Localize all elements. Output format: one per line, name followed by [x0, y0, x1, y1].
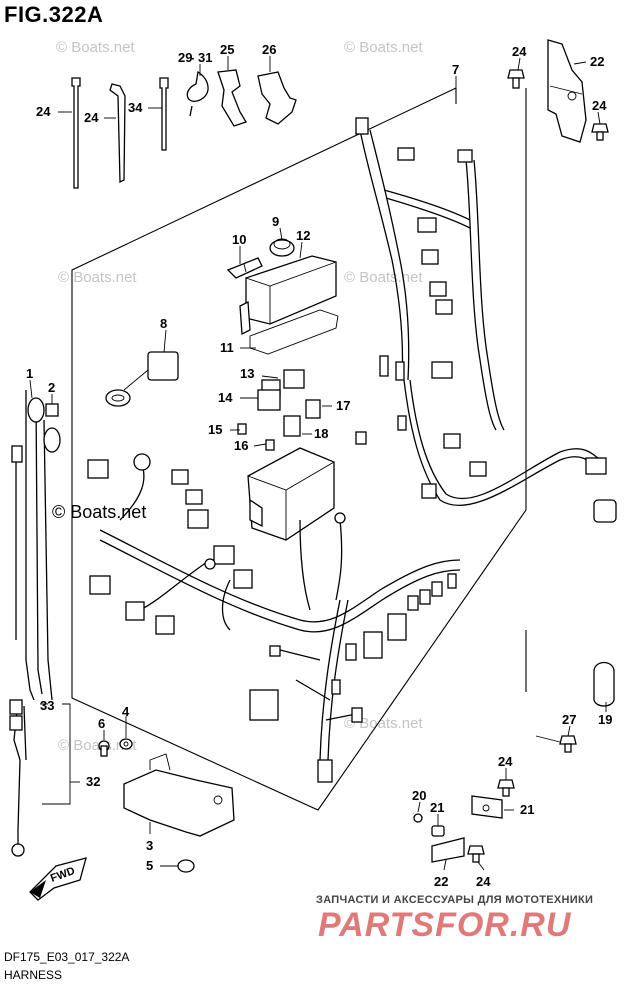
- bolt-31: [559, 735, 577, 753]
- callout: 8: [160, 316, 167, 331]
- harness-frame: [71, 87, 527, 811]
- callout: 24: [512, 44, 527, 59]
- watermark: © Boats.net: [56, 39, 135, 56]
- figure-code: DF175_E03_017_322A: [4, 950, 130, 964]
- callout: 6: [98, 716, 105, 731]
- callout: 21: [430, 800, 444, 815]
- callout: 14: [218, 390, 233, 405]
- fuse-box-housing: [247, 447, 335, 541]
- cable-tie-27: [109, 83, 126, 184]
- bolt-24: [591, 123, 609, 141]
- callout: 24: [36, 104, 51, 119]
- callout: 24: [84, 110, 99, 125]
- watermarks: © Boats.net © Boats.net © Boats.net © Bo…: [52, 39, 423, 754]
- callout: 5: [146, 858, 153, 873]
- relay-14: [257, 389, 281, 411]
- watermark: © Boats.net: [58, 269, 137, 286]
- clip-10: [226, 257, 263, 279]
- callout: 34: [128, 100, 143, 115]
- leader-lines: [29, 56, 607, 871]
- plate-22: [431, 837, 465, 863]
- callout: 33: [40, 698, 54, 713]
- callout: 10: [232, 232, 246, 247]
- callout: 20: [412, 788, 426, 803]
- watermark: © Boats.net: [344, 39, 423, 56]
- callout: 19: [598, 712, 612, 727]
- cable-tie-34: [159, 77, 169, 151]
- callout: 25: [220, 42, 234, 57]
- callout: 31: [198, 50, 212, 65]
- shop-tagline: ЗАПЧАСТИ И АКСЕССУАРЫ ДЛЯ МОТОТЕХНИКИ: [316, 894, 594, 906]
- watermark: © Boats.net: [344, 715, 423, 732]
- bolt-24: [497, 779, 515, 797]
- callout: 9: [272, 214, 279, 229]
- fuse-17: [305, 399, 321, 419]
- shop-logo: PARTSFOR.RU: [318, 906, 572, 944]
- clamp-26: [257, 71, 297, 125]
- callout: 1: [26, 366, 33, 381]
- callout: 24: [498, 754, 513, 769]
- nut-5: [177, 859, 195, 873]
- callout: 15: [208, 422, 222, 437]
- cable-tie-28: [71, 77, 81, 189]
- callout: 24: [476, 874, 491, 889]
- callout: 4: [122, 704, 130, 719]
- callout: 12: [296, 228, 310, 243]
- callout: 22: [434, 874, 448, 889]
- relay-8: [105, 351, 179, 407]
- clamp-29-30: [186, 70, 209, 102]
- callout: 27: [562, 712, 576, 727]
- grommet-9: [269, 238, 295, 257]
- callout: 2: [48, 380, 55, 395]
- callout: 22: [590, 54, 604, 69]
- bracket-23: [547, 39, 587, 143]
- callout: 18: [314, 426, 328, 441]
- collar-21: [431, 825, 445, 837]
- cable-ties: [71, 69, 297, 189]
- callout-dash: -: [190, 50, 194, 65]
- callout: 11: [220, 340, 234, 355]
- callout: 24: [592, 98, 607, 113]
- callout: 17: [336, 398, 350, 413]
- callout: 32: [86, 774, 100, 789]
- fuse-15: [237, 423, 247, 435]
- callout: 26: [262, 42, 276, 57]
- clamp-25: [217, 69, 247, 127]
- grommet-20: [413, 813, 423, 823]
- watermark: © Boats.net: [58, 737, 137, 754]
- fuse-16: [265, 439, 275, 451]
- callouts: 24 24 34 29 - 31 25 26 7 24 22 24 9 10 1…: [26, 42, 612, 889]
- callout: 21: [520, 802, 534, 817]
- battery-cables: [9, 390, 61, 857]
- bolt-6: [98, 740, 110, 757]
- callout: 16: [234, 438, 248, 453]
- watermark: © Boats.net: [344, 269, 423, 286]
- washer-4: [119, 738, 133, 750]
- figure-subtitle: HARNESS: [4, 968, 63, 982]
- callout: 29: [178, 50, 192, 65]
- fwd-arrow-icon: FWD: [29, 857, 87, 901]
- bolt-24: [467, 845, 485, 863]
- cap-19: [593, 661, 615, 707]
- figure-title: FIG.322A: [4, 2, 104, 27]
- bolt-24: [507, 69, 525, 89]
- callout: 13: [240, 366, 254, 381]
- bracket-3: [123, 753, 235, 837]
- plate-22: [471, 795, 503, 819]
- relay-box-12: [239, 255, 337, 336]
- callout: 7: [452, 62, 459, 77]
- fuse-18: [283, 415, 301, 437]
- harness-connectors: [87, 117, 617, 783]
- main-harness: [99, 129, 603, 761]
- callout: 3: [146, 838, 153, 853]
